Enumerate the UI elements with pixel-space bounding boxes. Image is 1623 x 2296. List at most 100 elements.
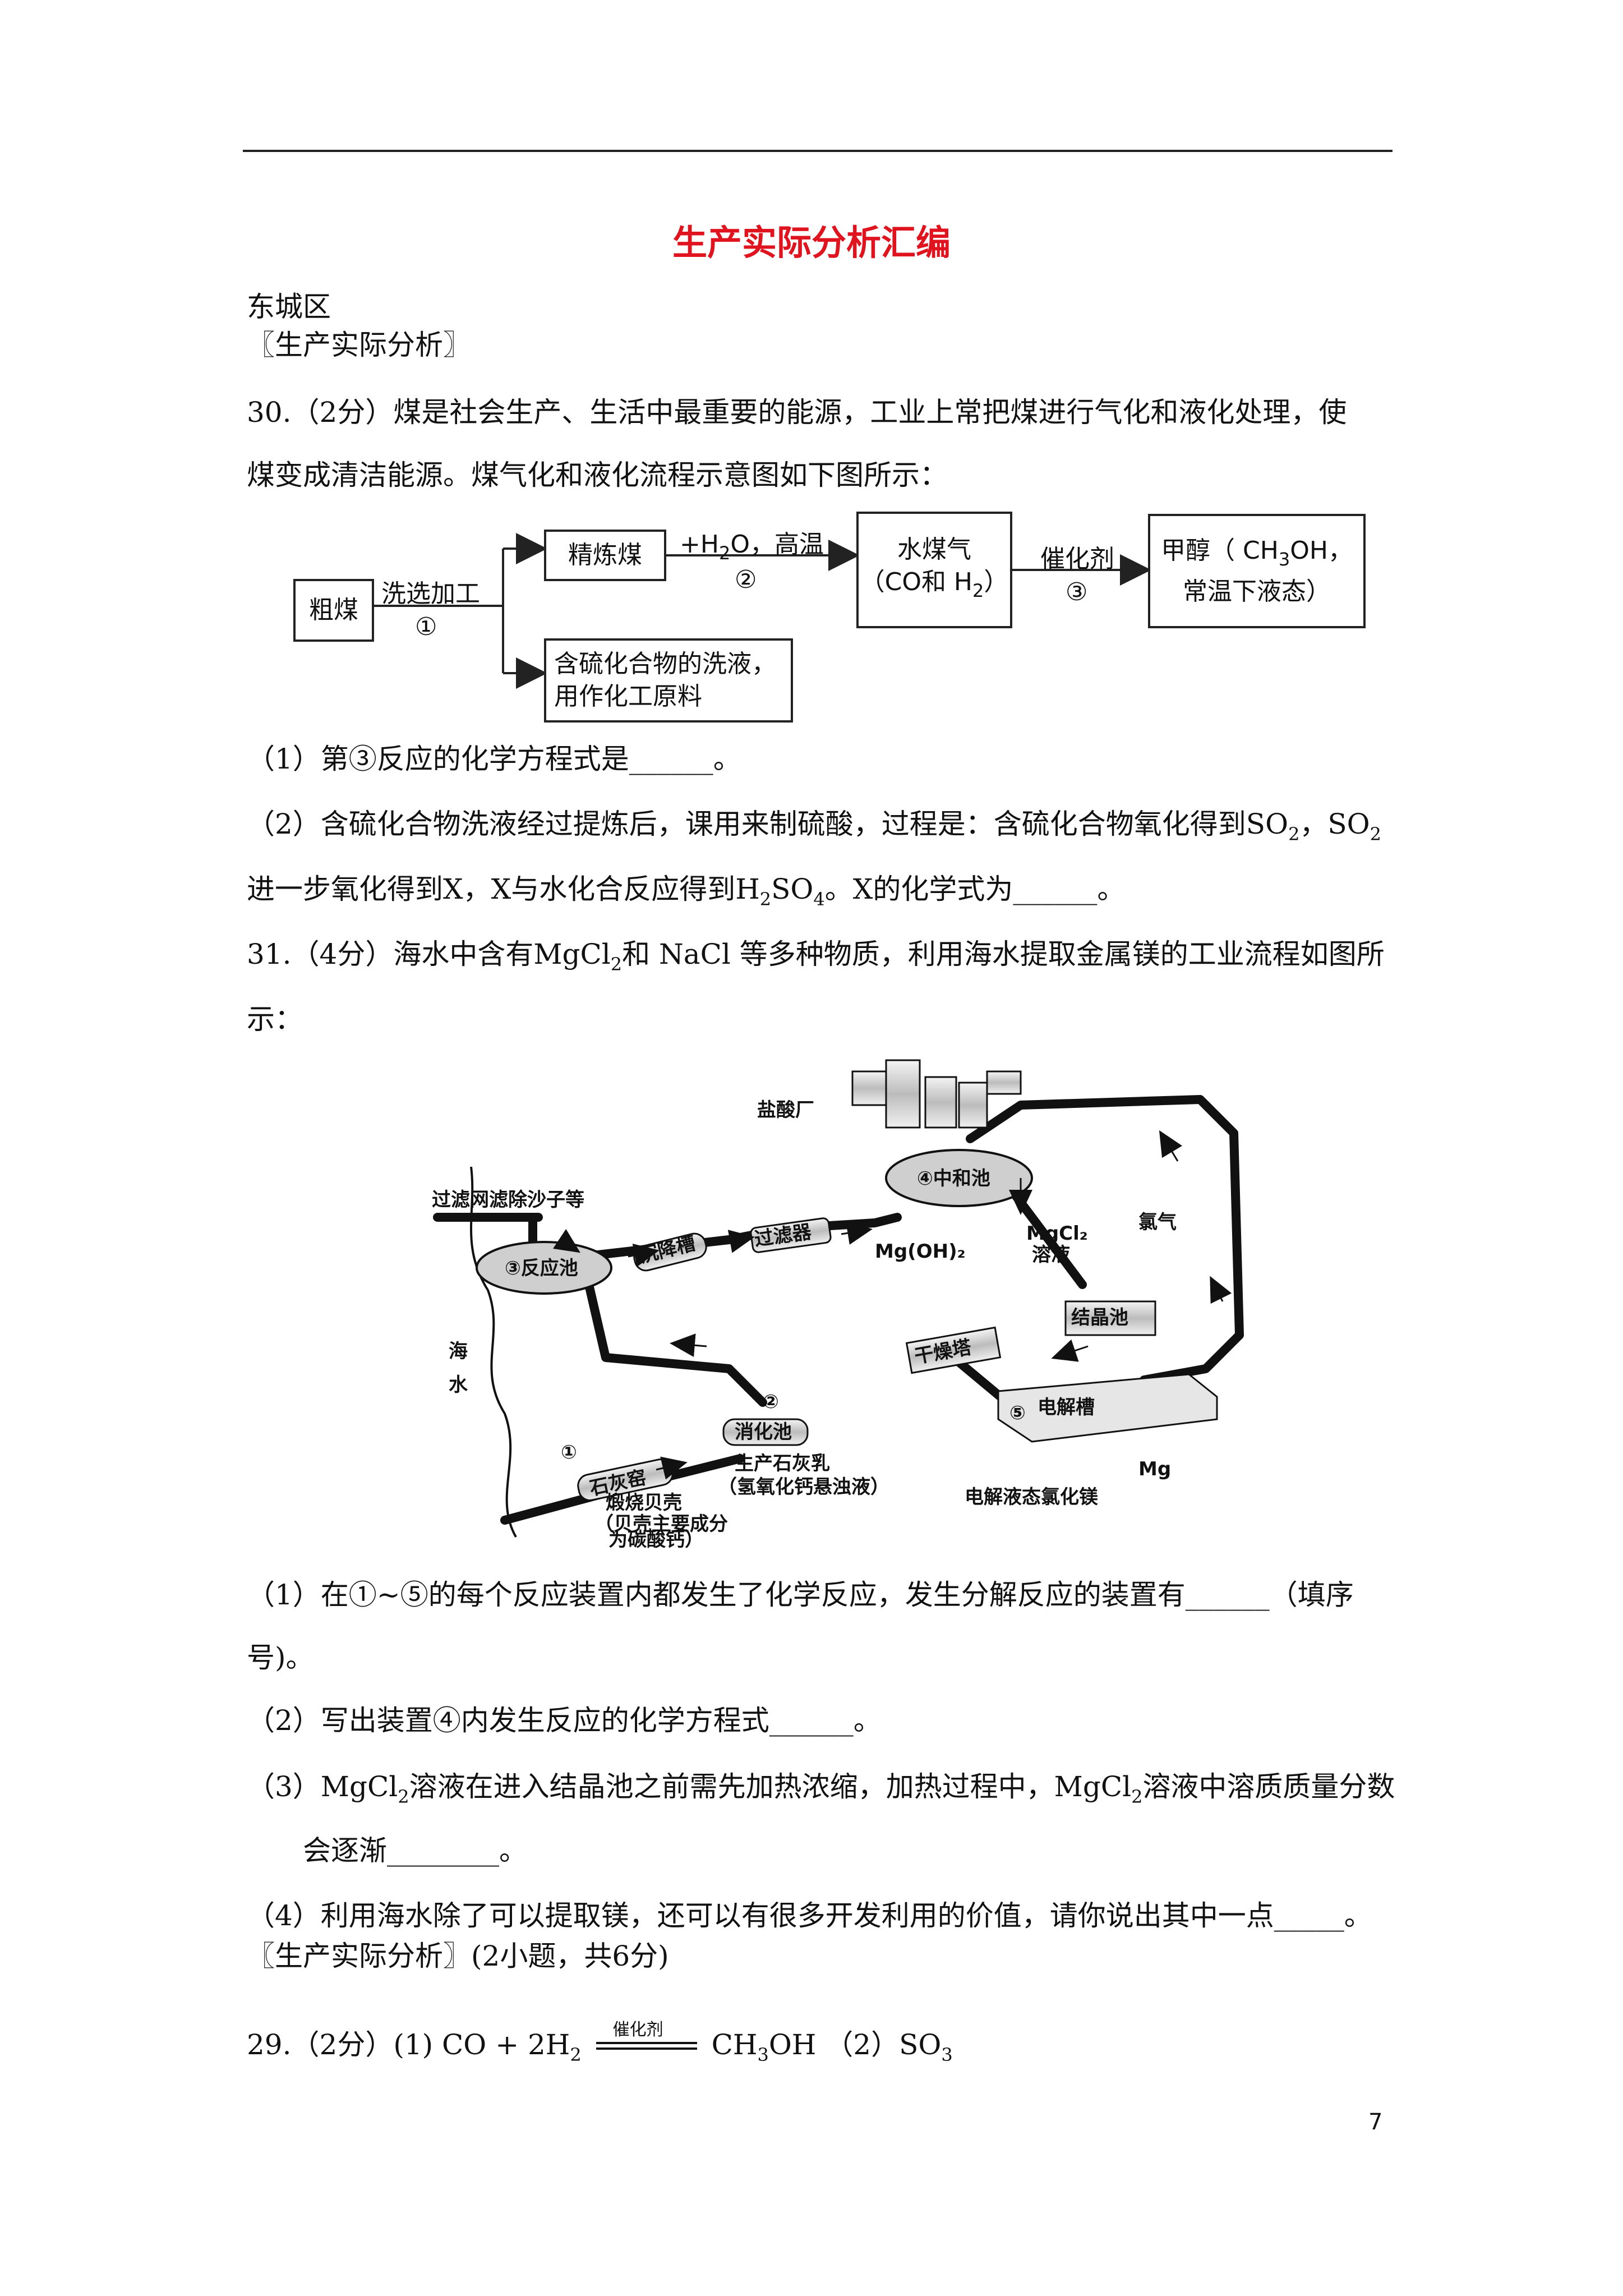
- lime-milk-label-1: 生产石灰乳: [735, 1452, 830, 1475]
- eq-bar-2: [596, 2047, 697, 2050]
- q31-line2: 示：: [247, 1003, 303, 1036]
- dry-tower: [905, 1326, 1002, 1374]
- mgcl2-solution-label-2: 溶液: [1032, 1244, 1070, 1266]
- seawater-label-1: 海: [449, 1340, 468, 1363]
- q31-sub3-line1: （3）MgCl2溶液在进入结晶池之前需先加热浓缩，加热过程中，MgCl2溶液中溶…: [247, 1767, 1395, 1816]
- eq-catalyst-label: 催化剂: [612, 2020, 663, 2040]
- hcl-plant: [851, 1059, 1022, 1129]
- q30-s2l2-c: SO: [771, 873, 814, 905]
- digest-pool-label: 消化池: [735, 1421, 792, 1443]
- wg-2c: ）: [984, 567, 1009, 596]
- q31-sub1-line2: 号)。: [247, 1641, 314, 1674]
- step2-marker: ②: [763, 1391, 779, 1413]
- q30-sub2-a: （2）含硫化合物洗液经过提炼后，课用来制硫酸，过程是：含硫化合物氧化得到SO: [247, 808, 1289, 840]
- wg-2a: （CO和 H: [860, 567, 973, 596]
- page-number: 7: [1368, 2109, 1383, 2135]
- sulfur-line2: 用作化工原料: [554, 682, 702, 711]
- q31-l1-a: 31.（4分）海水中含有MgCl: [247, 938, 611, 970]
- electrolysis-note: 电解液态氯化镁: [965, 1486, 1098, 1508]
- crystal-pool: [1064, 1300, 1156, 1336]
- electrolysis-label: 电解槽: [1038, 1396, 1095, 1419]
- ans-b: 2: [570, 2044, 582, 2065]
- refined-coal-text: 精炼煤: [568, 541, 642, 569]
- calcine-label-2: （贝壳主要成分: [594, 1513, 728, 1535]
- methanol-line2: 常温下液态）: [1183, 577, 1331, 606]
- step5-marker: ⑤: [1009, 1402, 1026, 1424]
- mgoh2-label: Mg(OH)₂: [875, 1240, 966, 1263]
- ans-c: CH: [711, 2028, 758, 2061]
- magnesium-process-diagram: 盐酸厂 ④中和池 氯气 ③反应池 过滤网滤除沙子等 沉降槽 过滤器 Mg(OH)…: [432, 1059, 1244, 1548]
- wg-2b: 2: [972, 579, 984, 601]
- q30-s2l2-d: 4: [813, 889, 825, 910]
- methanol-line1: 甲醇（ CH3OH，: [1161, 535, 1353, 576]
- step1-marker: ①: [561, 1441, 577, 1464]
- digest-pool: [722, 1418, 809, 1446]
- mg-label: Mg: [1138, 1458, 1171, 1480]
- q31-sub3-line2: 会逐渐________。: [303, 1834, 527, 1867]
- water-gas-line2: （CO和 H2）: [860, 566, 1009, 607]
- crystal-pool-label: 结晶池: [1071, 1306, 1128, 1329]
- q31-sub2: （2）写出装置④内发生反应的化学方程式______。: [247, 1704, 882, 1737]
- h2o-c: O，高温: [730, 530, 824, 559]
- answer-line: 29.（2分）(1) CO + 2H2 催化剂 CH3OH （2）SO3: [247, 2020, 953, 2074]
- reaction-pool-label: ③反应池: [505, 1257, 578, 1280]
- water-gas-box: 水煤气 （CO和 H2）: [856, 512, 1012, 628]
- q30-line2: 煤变成清洁能源。煤气化和液化流程示意图如下图所示：: [247, 459, 948, 491]
- q30-sub2-line2: 进一步氧化得到X，X与水化合反应得到H2SO4。X的化学式为______。: [247, 869, 1125, 919]
- answer-header: 〖生产实际分析〗(2小题，共6分): [247, 1940, 669, 1972]
- q31-s3-e: 溶液中溶质质量分数: [1142, 1770, 1395, 1803]
- q31-s3-b: 2: [398, 1786, 409, 1807]
- q30-sub2-b: 2: [1288, 823, 1300, 845]
- step1-mark: ①: [415, 613, 437, 641]
- raw-coal-box: 粗煤: [293, 579, 374, 642]
- flowchart-connectors: [374, 533, 1151, 689]
- ans-d: 3: [757, 2044, 769, 2065]
- q30-sub2-d: 2: [1370, 823, 1382, 845]
- q30-sub1: （1）第③反应的化学方程式是______。: [247, 743, 741, 775]
- water-gas-line1: 水煤气: [897, 535, 971, 564]
- shoreline: [470, 1166, 517, 1538]
- h2o-a: +H: [680, 530, 719, 559]
- h2o-sub: 2: [718, 542, 731, 564]
- chlorine-label: 氯气: [1138, 1211, 1177, 1234]
- sulfur-line1: 含硫化合物的洗液，: [554, 650, 776, 678]
- q31-l1-c: 和 NaCl 等多种物质，利用海水提取金属镁的工业流程如图所: [622, 938, 1385, 970]
- calcine-label-3: 为碳酸钙）: [608, 1529, 704, 1548]
- h2o-high-temp-label: +H2O，高温: [680, 524, 824, 564]
- q31-s3-c: 溶液在进入结晶池之前需先加热浓缩，加热过程中，MgCl: [409, 1770, 1132, 1803]
- reaction-pool: [476, 1241, 612, 1295]
- q30-s2l2-a: 进一步氧化得到X，X与水化合反应得到H: [247, 873, 760, 905]
- me-1c: OH，: [1290, 536, 1353, 565]
- q30-s2l2-b: 2: [759, 889, 772, 910]
- sulfur-wash-box: 含硫化合物的洗液， 用作化工原料: [544, 638, 793, 723]
- ans-e: OH （2）SO: [768, 2028, 942, 2061]
- hcl-plant-label: 盐酸厂: [757, 1099, 814, 1121]
- filter-sand-label: 过滤网滤除沙子等: [432, 1189, 584, 1211]
- q31-line1: 31.（4分）海水中含有MgCl2和 NaCl 等多种物质，利用海水提取金属镁的…: [247, 935, 1385, 984]
- catalyst-equals: 催化剂: [591, 2020, 703, 2061]
- calcine-label-1: 煅烧贝壳: [606, 1492, 682, 1514]
- page-title: 生产实际分析汇编: [672, 222, 951, 263]
- neutral-pool: [885, 1149, 1033, 1207]
- wash-label: 洗选加工: [381, 579, 480, 608]
- q30-line1: 30.（2分）煤是社会生产、生活中最重要的能源，工业上常把煤进行气化和液化处理，…: [247, 396, 1347, 429]
- step3-mark: ③: [1066, 578, 1088, 606]
- me-1b: 3: [1278, 548, 1290, 570]
- mgcl2-solution-label-1: MgCl₂: [1026, 1222, 1088, 1245]
- q31-s3-a: （3）MgCl: [247, 1770, 398, 1803]
- electrolysis-cell: [997, 1373, 1218, 1443]
- section-header: 〖生产实际分析〗: [247, 329, 471, 361]
- raw-coal-text: 粗煤: [309, 596, 358, 624]
- district-label: 东城区: [247, 291, 331, 323]
- q31-sub4: （4）利用海水除了可以提取镁，还可以有很多开发利用的价值，请你说出其中一点___…: [247, 1899, 1372, 1932]
- neutral-pool-label: ④中和池: [917, 1167, 990, 1190]
- seawater-label-2: 水: [449, 1374, 468, 1396]
- q31-s3-d: 2: [1131, 1786, 1143, 1807]
- q31-l1-b: 2: [610, 954, 623, 975]
- step2-mark: ②: [735, 565, 757, 594]
- refined-coal-box: 精炼煤: [544, 530, 666, 581]
- q30-s2l2-e: 。X的化学式为______。: [824, 873, 1126, 905]
- flow-arrows: [552, 1130, 1232, 1480]
- methanol-box: 甲醇（ CH3OH， 常温下液态）: [1148, 514, 1366, 628]
- catalyst-label: 催化剂: [1040, 545, 1114, 573]
